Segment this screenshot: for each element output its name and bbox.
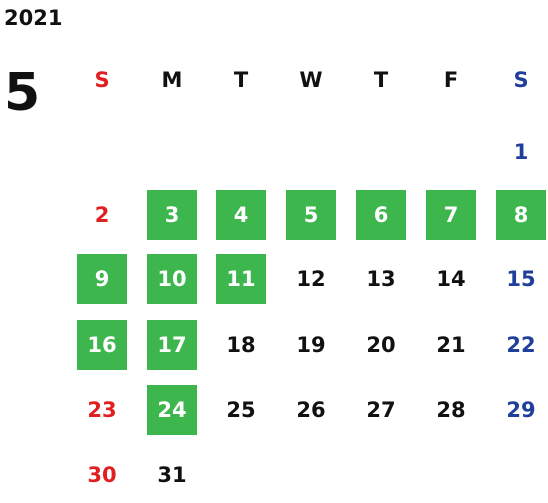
day-cell: 14 <box>436 267 466 291</box>
weekday-label: S <box>94 68 110 92</box>
day-cell: 19 <box>296 333 326 357</box>
day-cell: 27 <box>366 398 396 422</box>
year-label: 2021 <box>4 6 63 30</box>
highlighted-day-cell: 9 <box>77 254 127 304</box>
day-cell: 30 <box>87 463 117 487</box>
highlighted-day-cell: 6 <box>356 190 406 240</box>
weekday-label: W <box>299 68 323 92</box>
day-cell: 20 <box>366 333 396 357</box>
highlighted-day-cell: 5 <box>286 190 336 240</box>
day-cell: 1 <box>513 140 529 164</box>
highlighted-day-cell: 24 <box>147 385 197 435</box>
highlighted-day-cell: 16 <box>77 320 127 370</box>
highlighted-day-cell: 4 <box>216 190 266 240</box>
weekday-label: T <box>373 68 389 92</box>
highlighted-day-cell: 17 <box>147 320 197 370</box>
day-cell: 13 <box>366 267 396 291</box>
highlighted-day-cell: 8 <box>496 190 546 240</box>
day-cell: 2 <box>94 203 110 227</box>
day-cell: 22 <box>506 333 536 357</box>
highlighted-day-cell: 3 <box>147 190 197 240</box>
day-cell: 21 <box>436 333 466 357</box>
weekday-label: T <box>233 68 249 92</box>
day-cell: 18 <box>226 333 256 357</box>
highlighted-day-cell: 11 <box>216 254 266 304</box>
month-number: 5 <box>4 63 41 123</box>
day-cell: 12 <box>296 267 326 291</box>
day-cell: 23 <box>87 398 117 422</box>
day-cell: 15 <box>506 267 536 291</box>
highlighted-day-cell: 7 <box>426 190 476 240</box>
day-cell: 25 <box>226 398 256 422</box>
day-cell: 31 <box>157 463 187 487</box>
day-cell: 28 <box>436 398 466 422</box>
weekday-label: M <box>161 68 183 92</box>
weekday-label: F <box>443 68 459 92</box>
weekday-label: S <box>513 68 529 92</box>
highlighted-day-cell: 10 <box>147 254 197 304</box>
day-cell: 29 <box>506 398 536 422</box>
day-cell: 26 <box>296 398 326 422</box>
